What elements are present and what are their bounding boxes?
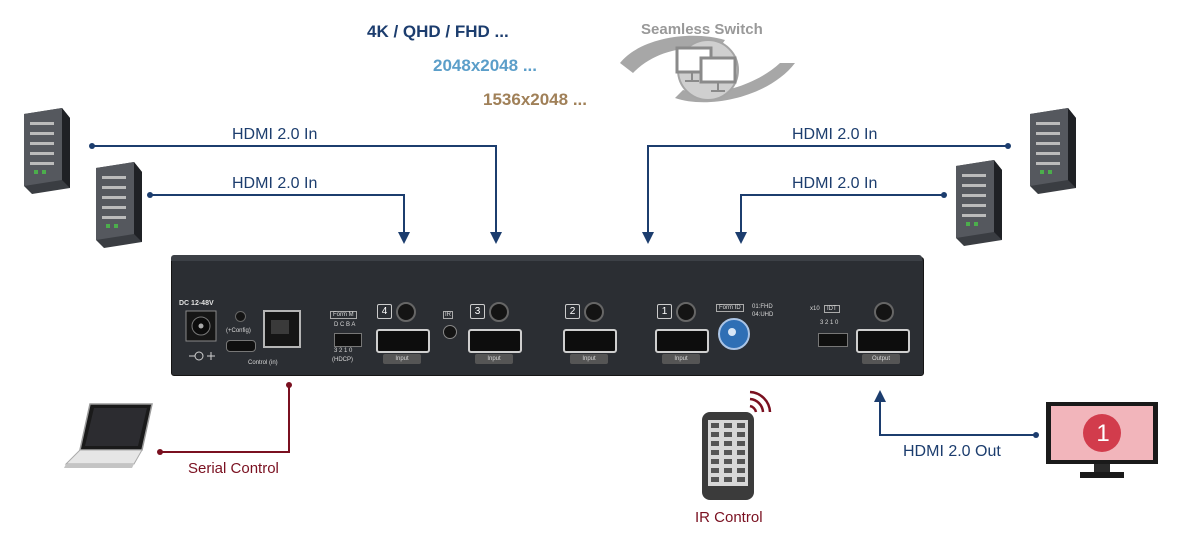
- wire-in-top-left: [92, 145, 497, 238]
- seamless-switch-text: Seamless Switch: [641, 21, 763, 38]
- dip-switch-left[interactable]: [334, 333, 362, 347]
- monitor-icon: [1046, 402, 1158, 478]
- wire-serial: [160, 385, 290, 453]
- arrow-in-3: [490, 232, 502, 244]
- pc-tower-icon: [1030, 108, 1076, 194]
- screw-4: [396, 302, 416, 322]
- control-label: Control (in): [248, 360, 278, 366]
- rj45-socket: [271, 320, 289, 334]
- hdmi-input-2[interactable]: [563, 329, 617, 353]
- form-id-label: Form ID: [716, 304, 744, 312]
- arrow-in-1: [735, 232, 747, 244]
- form-id-desc-2: 04:UHD: [752, 312, 774, 318]
- rotary-switch[interactable]: [718, 318, 750, 350]
- pc-tower-icon: [24, 108, 70, 194]
- x10-label: x10: [810, 306, 820, 312]
- resolution-2048: 2048x2048 ...: [433, 56, 537, 75]
- hdmi-input-1[interactable]: [655, 329, 709, 353]
- form-id-desc-1: 01:FHD: [752, 304, 773, 310]
- pc-tower-icon: [956, 160, 1002, 246]
- output-label: Output: [862, 354, 900, 364]
- label-in-top-left: HDMI 2.0 In: [232, 126, 318, 143]
- input-label-2: Input: [570, 354, 608, 364]
- config-button[interactable]: [235, 311, 246, 322]
- label-serial-control: Serial Control: [188, 460, 279, 477]
- ir-label: IR: [443, 311, 453, 319]
- label-out: HDMI 2.0 Out: [903, 443, 1001, 460]
- resolution-1536: 1536x2048 ...: [483, 90, 587, 109]
- screw-2: [584, 302, 604, 322]
- label-ir-control: IR Control: [695, 509, 763, 526]
- usb-port[interactable]: [226, 340, 256, 352]
- arrow-in-4: [398, 232, 410, 244]
- ir-signal-icon: [749, 390, 772, 413]
- dc-jack[interactable]: [185, 310, 223, 368]
- switcher-top-edge: [171, 255, 922, 261]
- port-number-1: 1: [657, 304, 672, 319]
- laptop-icon: [64, 403, 153, 468]
- label-in-bottom-left: HDMI 2.0 In: [232, 175, 318, 192]
- form-m-label: Form M: [330, 311, 357, 319]
- rj45-port[interactable]: [263, 310, 301, 348]
- wire-in-bottom-right: [740, 194, 944, 238]
- dip-left-numbers: 3 2 1 0: [334, 348, 353, 354]
- input-label-1: Input: [662, 354, 700, 364]
- pc-tower-icon: [96, 162, 142, 248]
- dip-switch-right[interactable]: [818, 333, 848, 347]
- hdmi-output[interactable]: [856, 329, 910, 353]
- wire-in-bottom-left: [150, 194, 405, 238]
- hdmi-input-4[interactable]: [376, 329, 430, 353]
- dip-right-numbers: 3 2 1 0: [820, 320, 839, 326]
- wire-out: [879, 398, 1036, 436]
- rotary-knob: [728, 328, 736, 336]
- label-in-bottom-right: HDMI 2.0 In: [792, 175, 878, 192]
- arrow-in-2: [642, 232, 654, 244]
- arrow-out: [874, 390, 886, 402]
- port-number-4: 4: [377, 304, 392, 319]
- idt-label: IDT: [824, 305, 840, 313]
- ir-receiver: [443, 325, 457, 339]
- config-label: (+Config): [226, 328, 251, 334]
- monitor-badge: 1: [1096, 420, 1110, 447]
- input-label-3: Input: [475, 354, 513, 364]
- screw-output: [874, 302, 894, 322]
- resolution-4k: 4K / QHD / FHD ...: [367, 22, 509, 41]
- hdmi-input-3[interactable]: [468, 329, 522, 353]
- screw-3: [489, 302, 509, 322]
- port-number-3: 3: [470, 304, 485, 319]
- seamless-switch-logo: [620, 35, 795, 103]
- hdcp-label: (HDCP): [332, 357, 353, 363]
- screw-1: [676, 302, 696, 322]
- dc-label: DC 12-48V: [179, 300, 214, 307]
- dip-left-letters: D C B A: [334, 322, 356, 328]
- port-number-2: 2: [565, 304, 580, 319]
- input-label-4: Input: [383, 354, 421, 364]
- label-in-top-right: HDMI 2.0 In: [792, 126, 878, 143]
- wire-in-top-right: [647, 145, 1008, 238]
- ir-remote-icon: [702, 412, 754, 500]
